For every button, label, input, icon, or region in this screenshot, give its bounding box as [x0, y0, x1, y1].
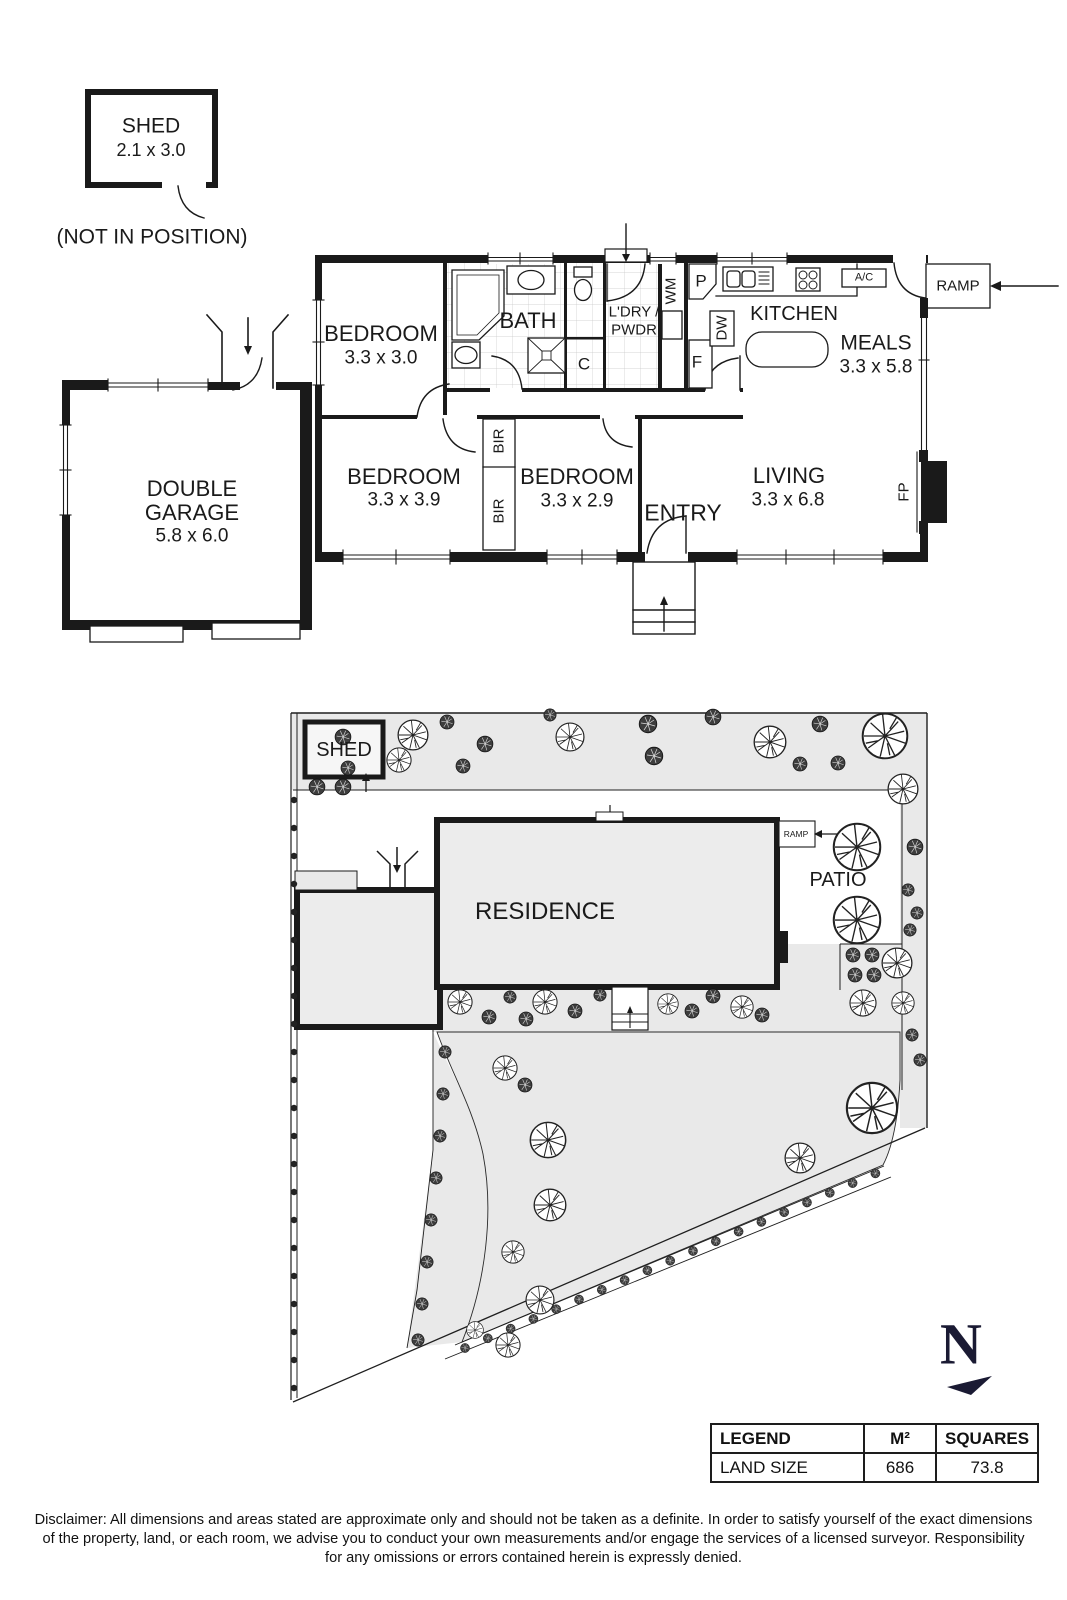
- site-gate: [376, 847, 419, 888]
- legend-header-m2: M²: [863, 1423, 937, 1454]
- disclaimer-line-1: Disclaimer: All dimensions and areas sta…: [34, 1512, 1033, 1528]
- site-plan: [290, 708, 928, 1403]
- fp-label: FP: [895, 482, 913, 502]
- legend-header: LEGEND: [710, 1423, 865, 1454]
- ac-unit: [841, 268, 887, 288]
- ac-label: A/C: [854, 271, 874, 284]
- toilet: [573, 278, 593, 302]
- residence-wing: [294, 887, 443, 1030]
- bir-top-label: BIR: [490, 428, 508, 454]
- shed-outline: [85, 89, 218, 219]
- site-ramp: [778, 820, 845, 848]
- disclaimer-line-3: for any omissions or errors contained he…: [325, 1550, 742, 1566]
- garage-dims: 5.8 x 6.0: [155, 525, 229, 547]
- living-label: LIVING: [752, 463, 826, 488]
- pantry-shape: [688, 263, 717, 300]
- island-bench: [745, 331, 829, 368]
- legend-header-row: LEGEND M² SQUARES: [710, 1423, 1040, 1454]
- boundary-diagonal: [292, 1127, 926, 1403]
- bir-robes: [482, 418, 516, 551]
- shed-dims: 2.1 x 3.0: [116, 140, 186, 160]
- doors: [89, 223, 1059, 643]
- entry-label: ENTRY: [644, 499, 722, 526]
- side-gate: [205, 313, 290, 389]
- bedroom2-dims: 3.3 x 3.9: [367, 489, 441, 511]
- meals-dims: 3.3 x 5.8: [839, 356, 913, 378]
- legend-table: LEGEND M² SQUARES LAND SIZE 686 73.8: [710, 1423, 1040, 1483]
- lawn: [436, 1031, 901, 1343]
- ldry-label-2: PWDR: [611, 321, 657, 339]
- patio-label: PATIO: [809, 869, 867, 891]
- planter: [294, 870, 358, 891]
- bedroom3-label: BEDROOM: [520, 464, 634, 489]
- shed-label: SHED: [121, 114, 181, 138]
- meals-label: MEALS: [840, 331, 912, 355]
- kitchen-label: KITCHEN: [750, 303, 838, 325]
- residence-block: [434, 817, 780, 990]
- north-arrow-icon: [947, 1376, 992, 1395]
- dw-label: DW: [713, 315, 731, 341]
- boundary-dots: [290, 796, 298, 1392]
- fixtures: [451, 263, 887, 551]
- site-shed-label: SHED: [316, 739, 372, 761]
- north-label: N: [940, 1311, 982, 1377]
- interior-walls: [315, 263, 743, 552]
- garage-label-1: DOUBLE: [146, 476, 238, 501]
- fridge-label: F: [691, 352, 703, 372]
- site-porch: [611, 986, 649, 1031]
- windows: [59, 252, 930, 565]
- disclaimer-line-2: of the property, land, or each room, we …: [42, 1531, 1025, 1547]
- washing-machine: [661, 310, 683, 340]
- entry-porch: [632, 561, 696, 635]
- closet-label: C: [577, 354, 591, 374]
- bedroom1-dims: 3.3 x 3.0: [344, 347, 418, 369]
- shed-note: (NOT IN POSITION): [56, 225, 248, 249]
- toilet-cistern: [573, 266, 593, 278]
- bath-label: BATH: [499, 308, 557, 333]
- fridge-space: [688, 339, 713, 389]
- bedroom3-dims: 3.3 x 2.9: [540, 490, 614, 512]
- bir-bottom-label: BIR: [490, 498, 508, 524]
- site-shed-arrow: [362, 773, 370, 792]
- garage-label-2: GARAGE: [144, 500, 240, 525]
- site-ramp-label: RAMP: [783, 828, 809, 839]
- ramp-label: RAMP: [936, 277, 980, 295]
- dishwasher: [709, 310, 735, 347]
- living-dims: 3.3 x 6.8: [751, 489, 825, 511]
- wm-label: WM: [662, 277, 680, 305]
- ldry-label-1: L'DRY /: [608, 303, 660, 321]
- floor-plan: [59, 89, 1059, 643]
- bedroom2-label: BEDROOM: [347, 464, 461, 489]
- land-size-label: LAND SIZE: [710, 1452, 865, 1483]
- legend-data-row: LAND SIZE 686 73.8: [710, 1452, 1040, 1483]
- land-size-m2: 686: [863, 1452, 937, 1483]
- legend-header-squares: SQUARES: [934, 1423, 1040, 1454]
- land-size-squares: 73.8: [934, 1452, 1040, 1483]
- bedroom1-label: BEDROOM: [324, 321, 438, 346]
- residence-label: RESIDENCE: [474, 898, 616, 925]
- pantry-label: P: [695, 271, 707, 291]
